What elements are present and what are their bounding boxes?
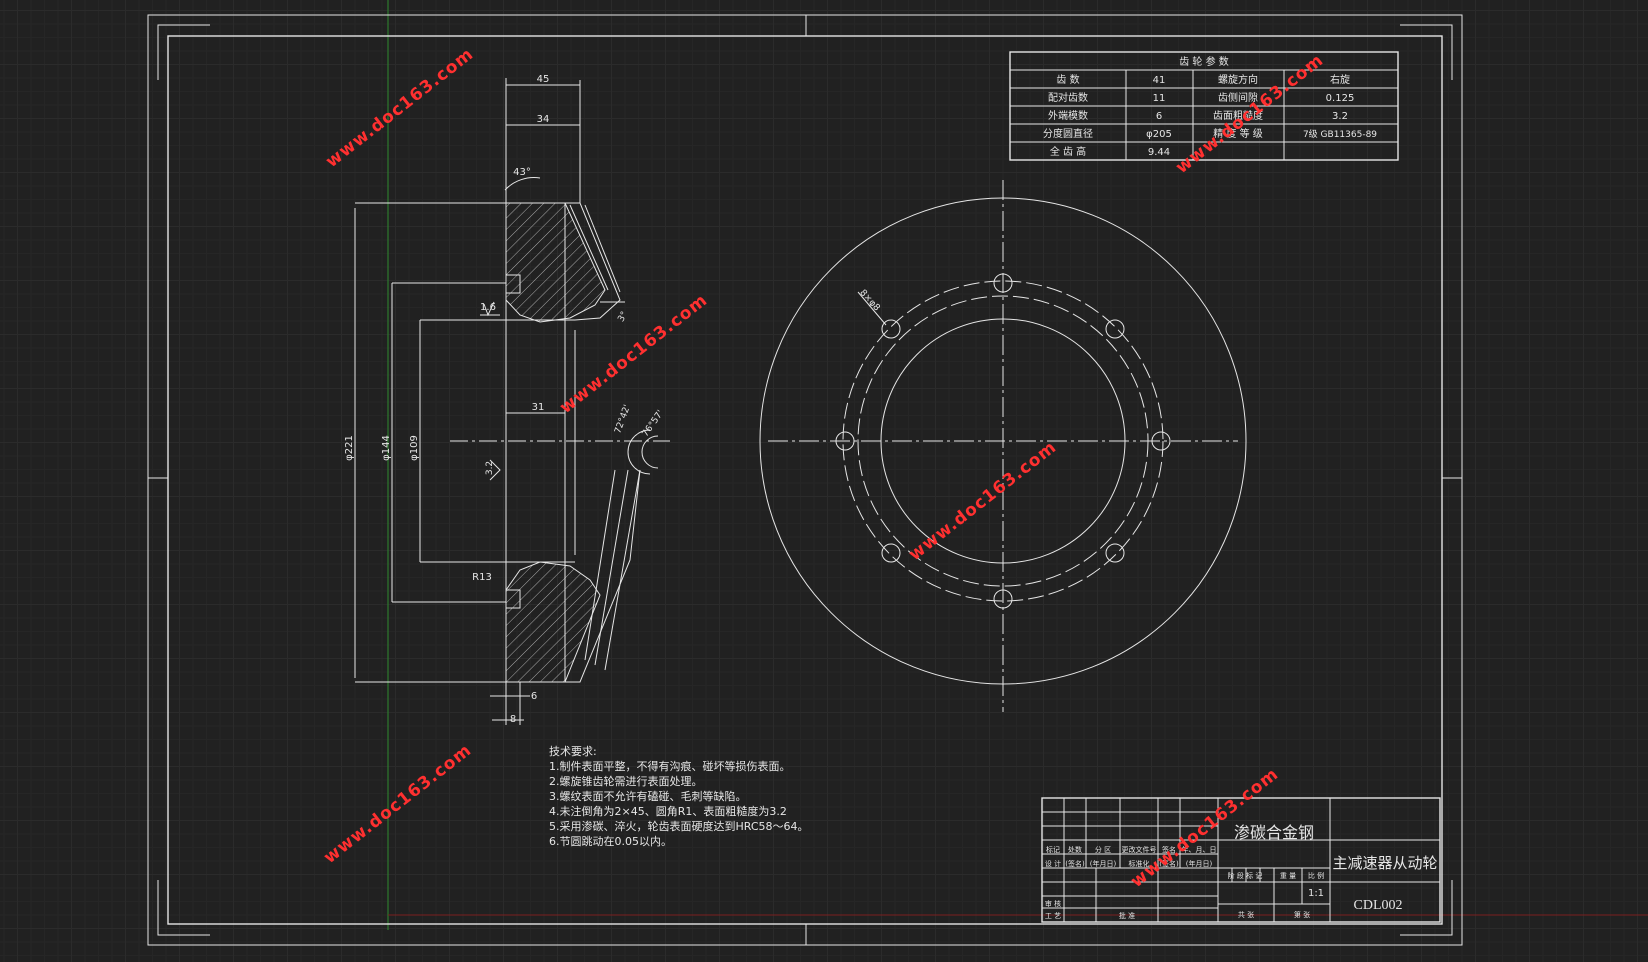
dim-r13: R13	[472, 572, 492, 583]
tech-item-4: 4.未注倒角为2×45、圆角R1、表面粗糙度为3.2	[549, 804, 787, 818]
gear-row-3-label2: 精 度 等 级	[1213, 127, 1263, 140]
technical-requirements: 技术要求: 1.制件表面平整，不得有沟痕、碰坏等损伤表面。 2.螺旋锥齿轮需进行…	[549, 745, 809, 848]
gear-row-3-value: φ205	[1146, 129, 1172, 140]
gear-row-0-value: 41	[1153, 75, 1166, 86]
dim-31: 31	[532, 402, 545, 413]
tb-weight-label: 重 量	[1280, 872, 1296, 880]
tb-r1-4: 签名	[1162, 845, 1176, 854]
hatched-section-upper	[505, 202, 606, 323]
gear-row-0-label: 齿 数	[1056, 73, 1079, 86]
gear-row-2-value2: 3.2	[1332, 111, 1348, 122]
gear-row-0-value2: 右旋	[1330, 73, 1350, 86]
title-block	[1041, 797, 1441, 923]
section-view	[354, 78, 670, 725]
tb-r1-0: 标记	[1046, 845, 1060, 854]
tb-sheet-no: 第 张	[1294, 910, 1310, 919]
dim-3-deg: 3°	[616, 310, 630, 324]
watermarks: www.doc163.com www.doc163.com www.doc163…	[320, 44, 1328, 892]
gear-row-1-label2: 齿侧间隙	[1218, 91, 1258, 104]
dim-1-6: 1.6	[480, 302, 496, 313]
title-block-text: 渗碳合金钢 主减速器从动轮 CDL002 1:1 标记 处数 分 区 更改文件号…	[1045, 823, 1438, 920]
dim-6: 6	[531, 691, 537, 702]
gear-row-4-value: 9.44	[1148, 147, 1170, 158]
watermark-1: www.doc163.com	[322, 44, 478, 172]
gear-row-2-label2: 齿面粗糙度	[1213, 109, 1263, 122]
tb-r2-1: (签名)	[1065, 859, 1085, 868]
gear-row-3-label: 分度圆直径	[1043, 127, 1093, 140]
tb-r2-5: (年月日)	[1186, 859, 1213, 868]
tb-r4-1: 批 准	[1119, 911, 1135, 920]
tb-r2-2: (年月日)	[1090, 859, 1117, 868]
tb-scale-label: 比 例	[1308, 871, 1324, 880]
gear-table-title: 齿 轮 参 数	[1179, 55, 1229, 68]
tech-title: 技术要求:	[549, 745, 597, 758]
tech-item-3: 3.螺纹表面不允许有磕碰、毛刺等缺陷。	[549, 789, 747, 803]
roughness-3-2: 3.2	[485, 461, 495, 475]
tb-r2-0: 设 计	[1045, 859, 1061, 868]
watermark-5: www.doc163.com	[320, 740, 476, 868]
tech-item-2: 2.螺旋锥齿轮需进行表面处理。	[549, 774, 703, 788]
gear-row-3-value2: 7级 GB11365-89	[1303, 128, 1377, 140]
tb-stage-label: 阶 段 标 记	[1228, 871, 1263, 880]
tech-item-5: 5.采用渗碳、淬火，轮齿表面硬度达到HRC58～64。	[549, 819, 809, 833]
gear-row-1-value2: 0.125	[1326, 93, 1355, 104]
tb-r1-1: 处数	[1068, 845, 1082, 854]
dim-dia-109: φ109	[409, 435, 420, 461]
tech-item-6: 6.节圆跳动在0.05以内。	[549, 834, 672, 848]
tb-r3-0: 审 核	[1045, 899, 1061, 908]
scale-value: 1:1	[1308, 888, 1324, 899]
tb-r1-5: 年、月、日	[1182, 845, 1217, 854]
tb-r2-4: (签名)	[1159, 859, 1179, 868]
tb-r4-0: 工 艺	[1045, 912, 1061, 920]
tb-r1-3: 更改文件号	[1122, 845, 1157, 854]
gear-row-1-value: 11	[1153, 93, 1166, 104]
sheet-border	[147, 14, 1463, 946]
gear-parameter-table	[1009, 51, 1399, 161]
material-label: 渗碳合金钢	[1234, 823, 1314, 842]
dim-43-deg: 43°	[513, 167, 531, 178]
front-view	[759, 180, 1247, 712]
tech-item-1: 1.制件表面平整，不得有沟痕、碰坏等损伤表面。	[549, 759, 791, 773]
drawing-number: CDL002	[1354, 898, 1403, 913]
watermark-4: www.doc163.com	[905, 437, 1061, 565]
watermark-2: www.doc163.com	[1172, 50, 1328, 178]
part-name: 主减速器从动轮	[1332, 854, 1437, 872]
dim-34: 34	[537, 114, 550, 125]
gear-row-1-label: 配对齿数	[1048, 91, 1088, 104]
dim-dia-144: φ144	[381, 435, 392, 461]
gear-table-text: 齿 轮 参 数 齿 数 41 螺旋方向 右旋 配对齿数 11 齿侧间隙 0.12…	[1043, 55, 1377, 158]
dim-76-57: 76°57'	[641, 409, 666, 439]
tb-r1-2: 分 区	[1095, 845, 1111, 854]
tb-sheets-total: 共 张	[1238, 910, 1254, 919]
dim-dia-221: φ221	[344, 435, 355, 461]
gear-row-4-label: 全 齿 高	[1050, 145, 1086, 158]
dim-holes: 8×φ8	[857, 288, 881, 313]
dim-8: 8	[510, 714, 516, 725]
dim-45: 45	[537, 74, 550, 85]
gear-row-2-value: 6	[1156, 111, 1162, 122]
hatched-section-lower	[505, 561, 601, 683]
dim-72-42: 72°42'	[613, 404, 633, 436]
gear-row-0-label2: 螺旋方向	[1218, 73, 1258, 86]
gear-row-2-label: 外端模数	[1048, 109, 1088, 122]
tb-r2-3: 标准化	[1129, 859, 1150, 868]
